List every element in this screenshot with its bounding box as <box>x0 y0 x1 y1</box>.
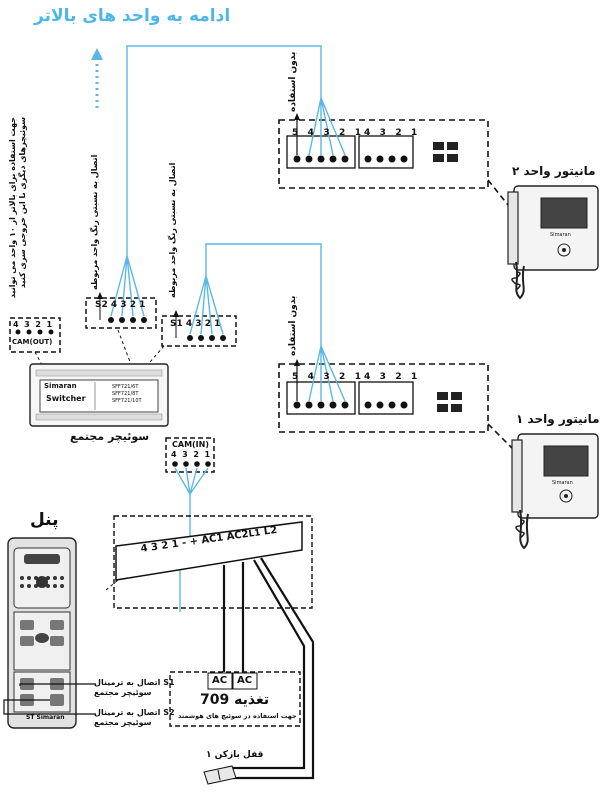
power-title: تغذیه 709 <box>200 692 270 708</box>
unit1-terminal-a-numbers: 5 4 3 2 1 <box>292 372 361 382</box>
unit2-terminal-b-numbers: 4 3 2 1 <box>364 128 418 138</box>
switcher-title: Switcher <box>46 394 86 403</box>
unit1-monitor-brand: Simaran <box>552 480 573 486</box>
switcher-camout-box <box>9 317 61 366</box>
switcher-camin-pins: 4 3 2 1 <box>171 450 211 459</box>
unit1-monitor <box>511 433 599 550</box>
unit2-unused-label: بدون استفاده <box>288 51 298 112</box>
unit2-monitor <box>507 185 599 300</box>
door-panel <box>7 537 77 729</box>
continue-arrow <box>91 48 103 108</box>
switcher-note-s1: اتصال به نسبتی رنگ واحد مربوطه <box>168 162 177 298</box>
unit1-monitor-name: مانیتور واحد ۱ <box>516 412 600 426</box>
switcher-note-top: اتصال به نسبتی رنگ واحد مربوطه <box>90 154 99 290</box>
switcher-s2-pins: S2 4 3 2 1 <box>95 300 146 310</box>
unit2-terminal-a-numbers: 5 4 3 2 1 <box>292 128 361 138</box>
switcher-camout-label: CAM(OUT) <box>12 338 53 346</box>
lock-device <box>203 765 237 785</box>
switcher-brand: Simaran <box>44 382 77 390</box>
unit1-terminal-b-numbers: 4 3 2 1 <box>364 372 418 382</box>
switcher-camout-pins: 4 3 2 1 <box>13 320 53 329</box>
lock-label: قفل بازکن ۱ <box>206 750 264 760</box>
switcher-s2-box <box>85 292 157 363</box>
unit2-wiring-box <box>278 113 513 211</box>
switcher-caption: سوئیچر مجتمع <box>70 430 150 443</box>
switcher-s1-pins: S1 4 3 2 1 <box>170 319 221 329</box>
wires <box>110 45 346 612</box>
unit2-monitor-brand: Simaran <box>550 232 571 238</box>
panel-terminal-region <box>105 515 313 609</box>
panel-leaders <box>3 683 96 715</box>
switcher-note-camout: جهت استفاده برای بالاتر از ۱۰ واحد می تو… <box>8 117 27 299</box>
black-wires <box>222 557 315 780</box>
unit2-terminal-a-screws <box>293 155 349 163</box>
switcher-camin-label: CAM(IN) <box>172 440 210 449</box>
unit2-monitor-name: مانیتور واحد ۲ <box>512 164 596 178</box>
switcher-s1-box <box>149 310 237 363</box>
power-ac-left: AC <box>212 675 228 686</box>
unit2-jumpers <box>433 142 458 162</box>
power-ac-right: AC <box>237 675 253 686</box>
panel-brand: ST Simaran <box>26 714 65 721</box>
panel-title: پنل <box>30 510 59 530</box>
unit1-unused-label: بدون استفاده <box>288 295 298 356</box>
power-note: جهت استفاده در سوئیچ های هوشمند <box>178 712 297 720</box>
switcher-body <box>29 363 169 427</box>
continue-label: ادامه به واحد های بالاتر <box>34 6 231 26</box>
unit2-terminal-b-screws <box>364 155 408 163</box>
power-supply <box>169 671 301 727</box>
switcher-camin-box <box>165 437 215 473</box>
